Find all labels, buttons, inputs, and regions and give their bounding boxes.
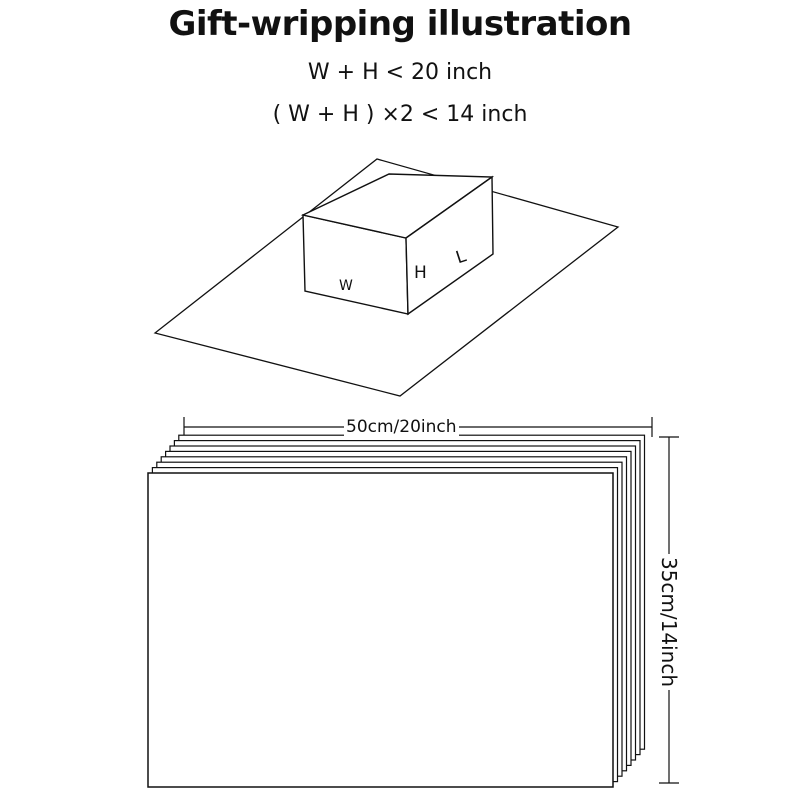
width-dimension-label: 50cm/20inch bbox=[344, 417, 459, 437]
page-title: Gift-wripping illustration bbox=[168, 4, 632, 44]
size-formula-sum: W + H < 20 inch bbox=[307, 60, 493, 85]
size-formula-double: ( W + H ) ×2 < 14 inch bbox=[272, 102, 528, 127]
height-dimension-label: 35cm/14inch bbox=[657, 553, 681, 691]
gift-box-side-face bbox=[405, 175, 494, 316]
front-paper-sheet bbox=[147, 472, 614, 788]
paper-sheet-stack bbox=[147, 434, 646, 788]
box-height-label: H bbox=[414, 263, 427, 283]
box-width-label: W bbox=[339, 278, 353, 294]
